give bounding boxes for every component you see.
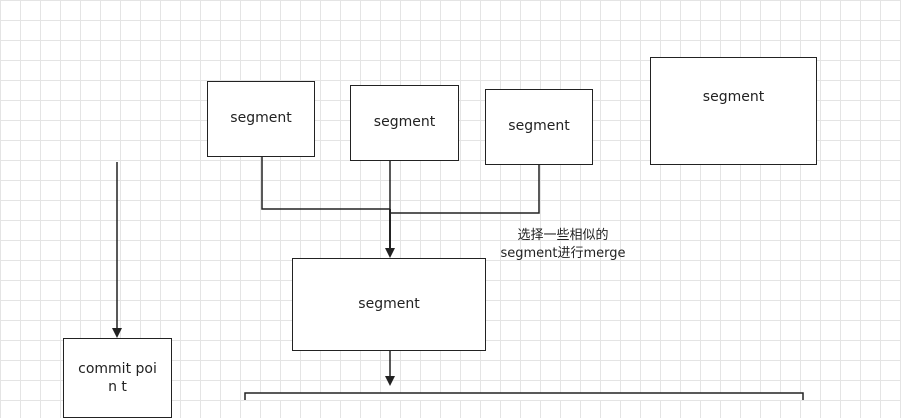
commit-point-label: commit poin t — [78, 361, 157, 395]
connector-right — [390, 165, 540, 214]
segment-label: segment — [230, 110, 292, 127]
segment-label: segment — [373, 114, 436, 131]
merged-segment-box: segment — [292, 258, 486, 351]
segment-box-2: segment — [350, 85, 459, 161]
merge-note: 选择一些相似的 segment进行merge — [492, 227, 634, 262]
segment-box-4: segment — [650, 57, 817, 165]
diagram-canvas — [112, 157, 804, 400]
merged-segment-label: segment — [358, 295, 420, 312]
merge-note-line1: 选择一些相似的 — [517, 228, 609, 243]
segment-label: segment — [702, 89, 765, 106]
bottom-box — [244, 392, 804, 400]
commit-point-box: commit poin t — [63, 338, 172, 418]
merge-note-line2: segment进行merge — [500, 245, 626, 261]
segment-label: segment — [508, 118, 570, 135]
connector-left — [261, 157, 390, 210]
segment-box-3: segment — [485, 89, 593, 165]
segment-box-1: segment — [207, 81, 315, 157]
